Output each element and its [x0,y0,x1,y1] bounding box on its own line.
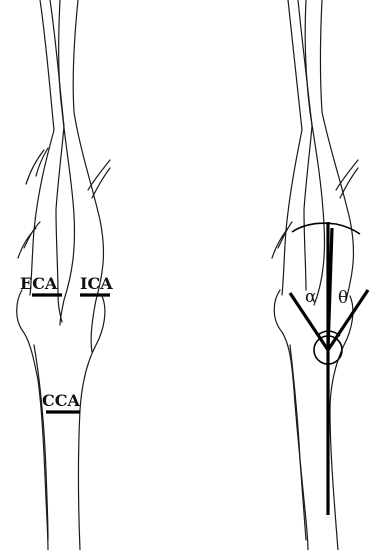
right-eca-left-wall [282,0,302,295]
right-cca-right-wall [330,296,353,550]
right-eca-branch [272,222,292,258]
angle-top-arc [292,223,360,234]
ica-side-branch [88,160,110,198]
right-ica-left-wall [305,0,324,305]
cca-label: CCA [42,391,80,410]
ica-vessel-right-wall [73,0,103,352]
theta-angle-label: θ [338,288,348,308]
alpha-angle-label: α [305,287,317,307]
ica-label: ICA [80,274,113,293]
right-cca-left-wall [274,290,308,550]
eca-side-branch-1 [18,222,40,258]
right-bifurcation-diagram: α θ [272,0,368,550]
right-ica-right-wall [321,0,354,300]
ica-vessel-left-wall [59,0,75,325]
eca-vessel-left-wall [30,0,54,295]
cca-inner-wall [34,345,48,540]
left-bifurcation-diagram: ECA ICA CCA [17,0,113,550]
eca-label: ECA [20,274,58,293]
